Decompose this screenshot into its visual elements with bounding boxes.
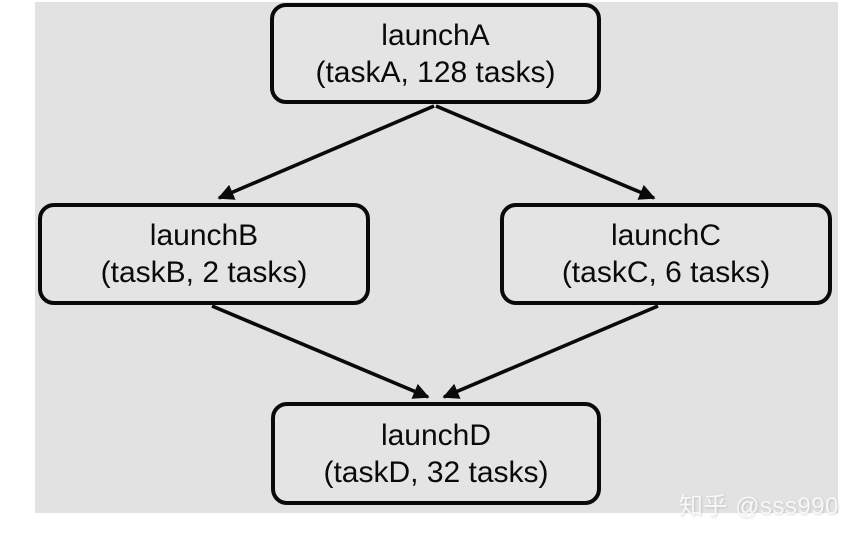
node-launcha-subtitle: (taskA, 128 tasks)	[315, 55, 556, 89]
node-launcha-title: launchA	[381, 18, 490, 52]
node-launchc: launchC (taskC, 6 tasks)	[500, 203, 832, 305]
node-launchc-subtitle: (taskC, 6 tasks)	[561, 256, 771, 289]
node-launchd-title: launchD	[380, 418, 492, 452]
edge-launchA-launchC	[435, 104, 656, 200]
node-launchb-title: launchB	[149, 219, 259, 252]
node-launchb-subtitle: (taskB, 2 tasks)	[100, 256, 308, 289]
zhihu-watermark: 知乎 @sss990	[678, 493, 839, 520]
edge-launchC-launchD	[442, 304, 659, 399]
node-launchc-title: launchC	[610, 219, 722, 252]
node-launchd-subtitle: (taskD, 32 tasks)	[323, 455, 549, 489]
node-launchb: launchB (taskB, 2 tasks)	[38, 203, 370, 305]
edge-launchA-launchB	[217, 104, 435, 200]
node-launchd: launchD (taskD, 32 tasks)	[271, 402, 601, 505]
edge-launchB-launchD	[211, 304, 430, 399]
node-launcha: launchA (taskA, 128 tasks)	[270, 3, 601, 104]
